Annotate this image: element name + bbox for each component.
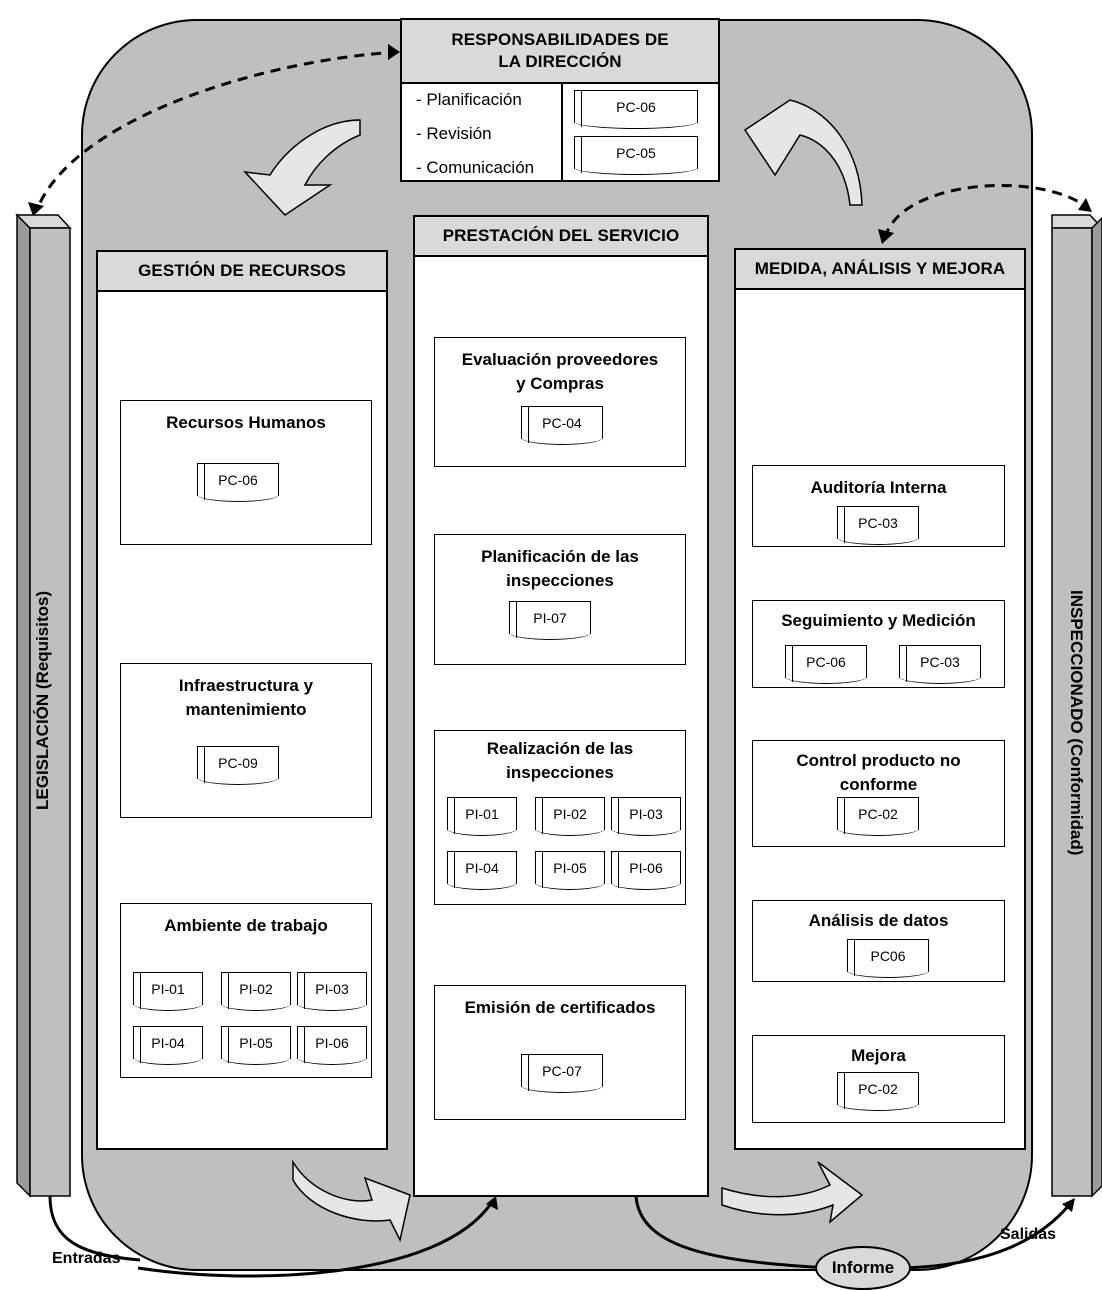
emision-doc: PC-07: [521, 1054, 603, 1093]
infra-box: Infraestructura y mantenimiento PC-09: [120, 663, 372, 818]
servicio-header: PRESTACIÓN DEL SERVICIO: [413, 215, 709, 257]
direccion-body: - Planificación - Revisión - Comunicació…: [400, 82, 720, 182]
direccion-title: RESPONSABILIDADES DE LA DIRECCIÓN: [451, 30, 669, 71]
legislacion-label: LEGISLACIÓN (Requisitos): [33, 590, 52, 810]
realizacion-doc-3: PI-03: [611, 797, 681, 836]
auditoria-doc: PC-03: [837, 506, 919, 545]
swoosh-arrow-top-left: [243, 119, 361, 216]
analisis-doc: PC06: [847, 939, 929, 978]
dashed-arrow-right: [883, 183, 1089, 239]
medida-header: MEDIDA, ANÁLISIS Y MEJORA: [734, 248, 1026, 290]
inspeccionado-label: INSPECCIONADO (Conformidad): [1067, 590, 1086, 856]
medida-panel: [734, 248, 1026, 1150]
direccion-item-comunicacion: - Comunicación: [416, 158, 535, 177]
informe-oval: Informe: [815, 1246, 911, 1290]
control-title: Control producto no conforme: [796, 751, 961, 794]
right-column: [1051, 214, 1102, 1198]
auditoria-box: Auditoría Interna PC-03: [752, 465, 1005, 547]
infra-title: Infraestructura y mantenimiento: [178, 676, 314, 719]
realizacion-doc-5: PI-05: [535, 851, 605, 890]
seguimiento-box: Seguimiento y Medición PC-06 PC-03: [752, 600, 1005, 688]
ambiente-doc-4: PI-04: [133, 1026, 203, 1065]
swoosh-arrow-bottom-left: [292, 1159, 411, 1243]
planificacion-doc: PI-07: [509, 601, 591, 640]
entradas-label: Entradas: [52, 1250, 121, 1267]
ambiente-box: Ambiente de trabajo PI-01 PI-02 PI-03 PI…: [120, 903, 372, 1078]
infra-doc: PC-09: [197, 746, 279, 785]
mejora-box: Mejora PC-02: [752, 1035, 1005, 1123]
seguimiento-doc-1: PC-06: [785, 645, 867, 684]
emision-box: Emisión de certificados PC-07: [434, 985, 686, 1120]
informe-line-a: [634, 1195, 831, 1270]
realizacion-box: Realización de las inspecciones PI-01 PI…: [434, 730, 686, 905]
salidas-label: Salidas: [1000, 1226, 1057, 1243]
recursos-header: GESTIÓN DE RECURSOS: [96, 250, 388, 292]
planificacion-title: Planificación de las inspecciones: [481, 547, 639, 590]
evaluacion-title: Evaluación proveedores y Compras: [461, 350, 659, 393]
direccion-doc-pc05: PC-05: [574, 136, 698, 175]
direccion-doc-pc06: PC-06: [574, 90, 698, 129]
entradas-line-a: [48, 1195, 141, 1262]
ambiente-doc-3: PI-03: [297, 972, 367, 1011]
evaluacion-doc: PC-04: [521, 406, 603, 445]
mejora-doc: PC-02: [837, 1072, 919, 1111]
swoosh-arrow-top-right: [743, 99, 863, 206]
seguimiento-title: Seguimiento y Medición: [781, 611, 976, 630]
analisis-box: Análisis de datos PC06: [752, 900, 1005, 982]
entradas-line-b: [137, 1201, 494, 1278]
realizacion-doc-1: PI-01: [447, 797, 517, 836]
control-box: Control producto no conforme PC-02: [752, 740, 1005, 847]
mejora-title: Mejora: [851, 1046, 906, 1065]
salidas-line: [904, 1203, 1072, 1270]
realizacion-title: Realización de las inspecciones: [486, 739, 634, 782]
direccion-item-planificacion: - Planificación: [416, 90, 522, 109]
swoosh-arrow-bottom-right: [721, 1161, 864, 1224]
direccion-header: RESPONSABILIDADES DE LA DIRECCIÓN: [400, 18, 720, 84]
realizacion-doc-2: PI-02: [535, 797, 605, 836]
control-doc: PC-02: [837, 797, 919, 836]
ambiente-doc-1: PI-01: [133, 972, 203, 1011]
seguimiento-doc-2: PC-03: [899, 645, 981, 684]
analisis-title: Análisis de datos: [808, 911, 949, 930]
realizacion-doc-4: PI-04: [447, 851, 517, 890]
ambiente-doc-6: PI-06: [297, 1026, 367, 1065]
auditoria-title: Auditoría Interna: [810, 478, 947, 497]
realizacion-doc-6: PI-06: [611, 851, 681, 890]
ambiente-doc-2: PI-02: [221, 972, 291, 1011]
evaluacion-box: Evaluación proveedores y Compras PC-04: [434, 337, 686, 467]
emision-title: Emisión de certificados: [464, 998, 656, 1017]
rrhh-title: Recursos Humanos: [166, 413, 326, 432]
rrhh-doc: PC-06: [197, 463, 279, 502]
planificacion-box: Planificación de las inspecciones PI-07: [434, 534, 686, 665]
direccion-item-revision: - Revisión: [416, 124, 492, 143]
ambiente-title: Ambiente de trabajo: [164, 916, 328, 935]
rrhh-box: Recursos Humanos PC-06: [120, 400, 372, 545]
dashed-arrow-left: [34, 50, 399, 213]
ambiente-doc-5: PI-05: [221, 1026, 291, 1065]
